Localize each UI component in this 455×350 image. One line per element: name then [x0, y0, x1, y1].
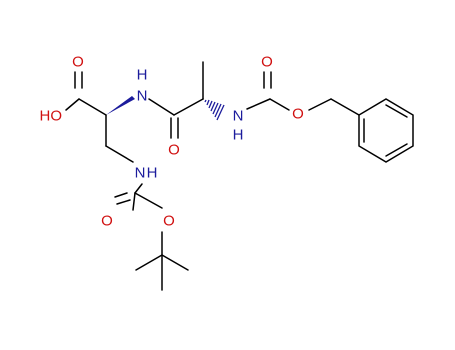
bond-amide-c-alpha2: [173, 98, 204, 116]
bond-boc-c-to-o: [132, 192, 136, 211]
atom-amide-h-left: H: [137, 67, 148, 84]
atom-boc-n: N: [135, 165, 146, 182]
phenyl-ring: [358, 98, 414, 163]
bond-boc-c-o-a: [114, 192, 128, 198]
bond-acid-c-alpha: [78, 98, 107, 116]
bond-boc-carbon-chain: [134, 192, 163, 209]
atom-cbz-ester-o: O: [292, 106, 304, 123]
bond-nh-amide-c: [148, 98, 175, 116]
atom-boc-carbonyl-o: O: [101, 213, 113, 230]
atom-amide-o: O: [168, 142, 180, 159]
bond-boc-c-o-b: [116, 199, 131, 205]
bond-ch2-nh-boc: [105, 145, 134, 163]
atom-cbz-carbonyl-o: O: [261, 54, 273, 71]
bond-nh-boc-c: [134, 183, 143, 194]
phenyl-inner-double-2: [385, 143, 408, 157]
bond-ch2-phenyl: [330, 98, 360, 116]
hashed-bond-alpha2-nh: [204, 99, 225, 121]
atom-carbamate-n-right: N: [233, 108, 244, 125]
wedge-bond-alpha-nh: [106, 96, 135, 115]
atom-acid-hydroxyl: HO: [40, 108, 63, 125]
atom-boc-ester-o: O: [163, 213, 175, 230]
bond-acid-c-oh: [65, 98, 80, 111]
bond-nh-cbz-c: [246, 98, 271, 110]
atom-carbamate-h-right: H: [233, 127, 244, 144]
bond-oester-ch2: [308, 98, 332, 111]
bond-tbu-methyl-right: [161, 254, 189, 271]
bond-tbu-methyl-left: [135, 254, 163, 271]
phenyl-inner-double-3: [385, 104, 408, 118]
atom-acid-carbonyl-o: O: [72, 54, 84, 71]
bond-cbz-c-oester: [269, 98, 290, 111]
atom-boc-h: H: [147, 165, 158, 182]
atom-amide-n-left: N: [137, 88, 148, 105]
